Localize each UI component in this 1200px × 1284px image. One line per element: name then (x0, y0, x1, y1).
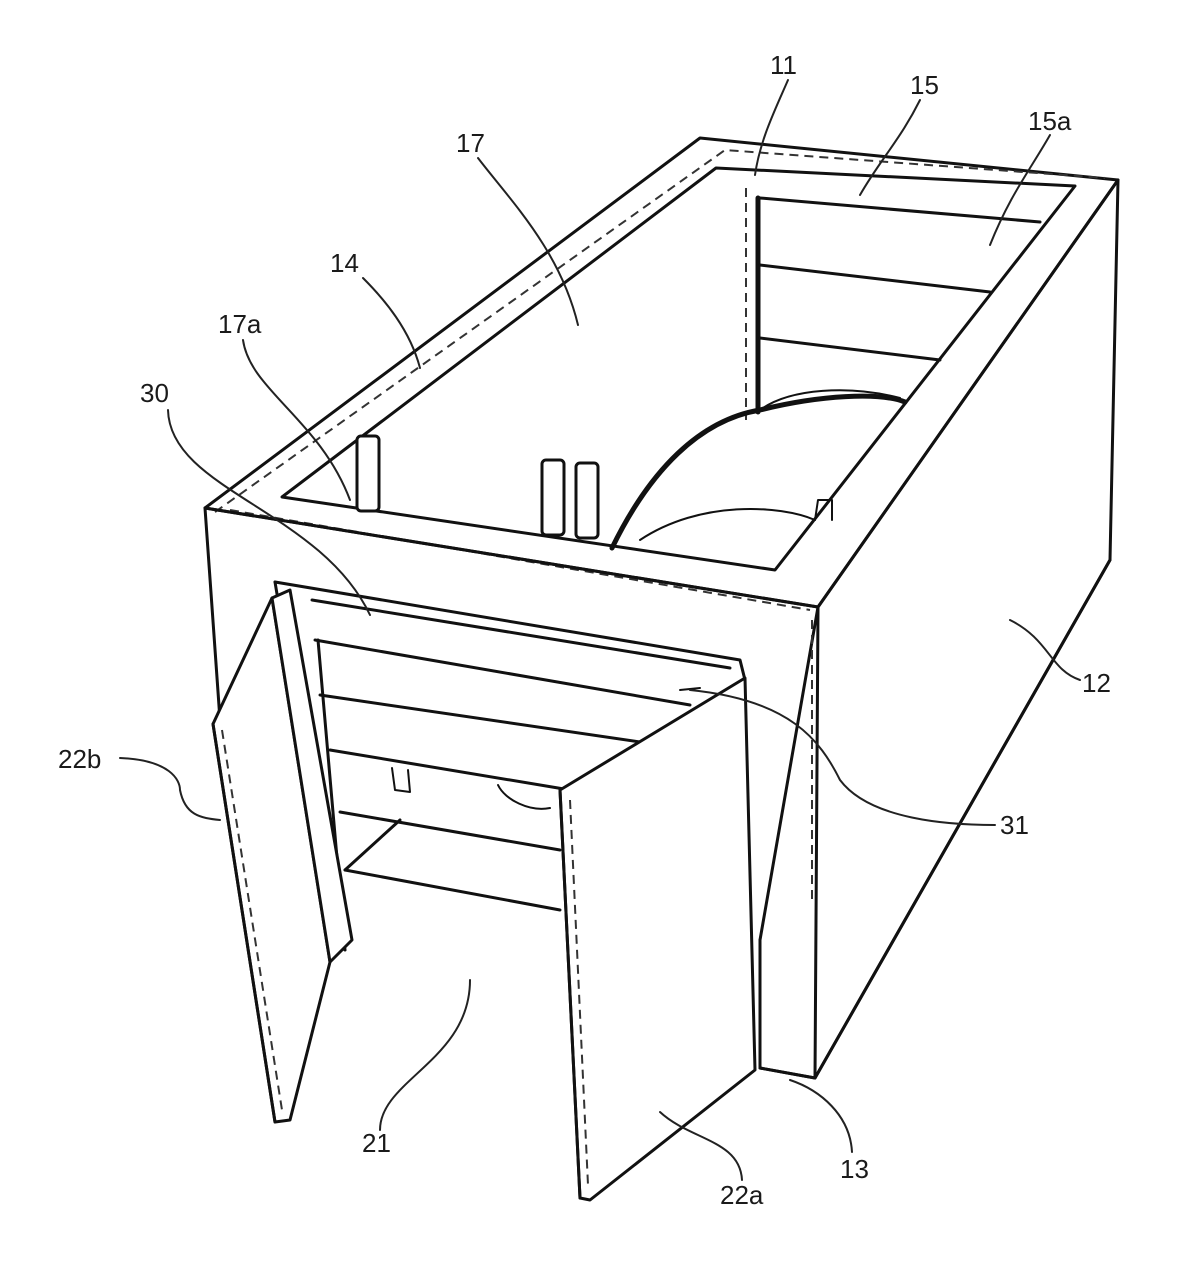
reference-numerals: 11 15 15a 17 14 17a 30 12 22b 31 21 22a … (58, 50, 1111, 1210)
door-left-edge (270, 588, 354, 964)
door-left (211, 588, 354, 1124)
shelf-5 (343, 868, 562, 912)
label-31: 31 (1000, 810, 1029, 840)
label-15: 15 (910, 70, 939, 100)
label-13: 13 (840, 1154, 869, 1184)
tub-rim (759, 389, 901, 411)
side-wall-face (758, 178, 1120, 1080)
tub-shape (609, 393, 908, 551)
label-15a: 15a (1028, 106, 1072, 136)
door-right-hidden (569, 799, 589, 1186)
opening (273, 580, 747, 682)
pipe-left (355, 434, 381, 513)
leader-22a (659, 1111, 743, 1181)
under-fitting (497, 784, 551, 810)
leader-22b (119, 757, 221, 821)
pipe-pair (540, 458, 600, 540)
leader-31 (689, 689, 996, 826)
slat-3 (758, 336, 942, 362)
label-12: 12 (1082, 668, 1111, 698)
front-face (203, 506, 820, 1080)
door-left-hidden (221, 729, 283, 1111)
shelf-4 (338, 810, 562, 852)
leader-30 (167, 409, 371, 616)
housing (203, 136, 1120, 1080)
slat-1 (758, 196, 1042, 224)
door-right (558, 676, 757, 1202)
shelf-bottom-left (343, 818, 402, 872)
tub-fitting (814, 499, 833, 521)
leader-11 (754, 79, 789, 176)
shelf-1b (313, 638, 692, 707)
shelf-1 (310, 598, 732, 670)
label-22a: 22a (720, 1180, 764, 1210)
inner-compartment (355, 188, 1042, 551)
base-corner (758, 558, 1112, 1080)
label-11: 11 (770, 50, 797, 80)
leader-15a (989, 134, 1051, 246)
label-17a: 17a (218, 309, 262, 339)
label-14: 14 (330, 248, 359, 278)
door-left-outer (211, 722, 277, 1124)
leader-13 (789, 1079, 853, 1153)
label-21: 21 (362, 1128, 391, 1158)
leader-12 (1009, 619, 1081, 681)
door-right-edge (558, 788, 582, 1200)
leader-15 (859, 99, 921, 196)
leader-lines (119, 79, 1081, 1181)
leader-21 (379, 979, 471, 1131)
leader-17 (477, 157, 579, 326)
leader-17a (242, 339, 351, 501)
label-22b: 22b (58, 744, 101, 774)
shelf-3 (328, 748, 572, 792)
label-17: 17 (456, 128, 485, 158)
tub-curve (639, 507, 816, 541)
front-left-edge (203, 506, 222, 722)
label-30: 30 (140, 378, 169, 408)
under-pipe (391, 767, 411, 793)
shelf-2 (318, 693, 642, 744)
leader-14 (362, 277, 421, 369)
slat-2 (758, 263, 992, 294)
door-right-panel (558, 676, 757, 1202)
